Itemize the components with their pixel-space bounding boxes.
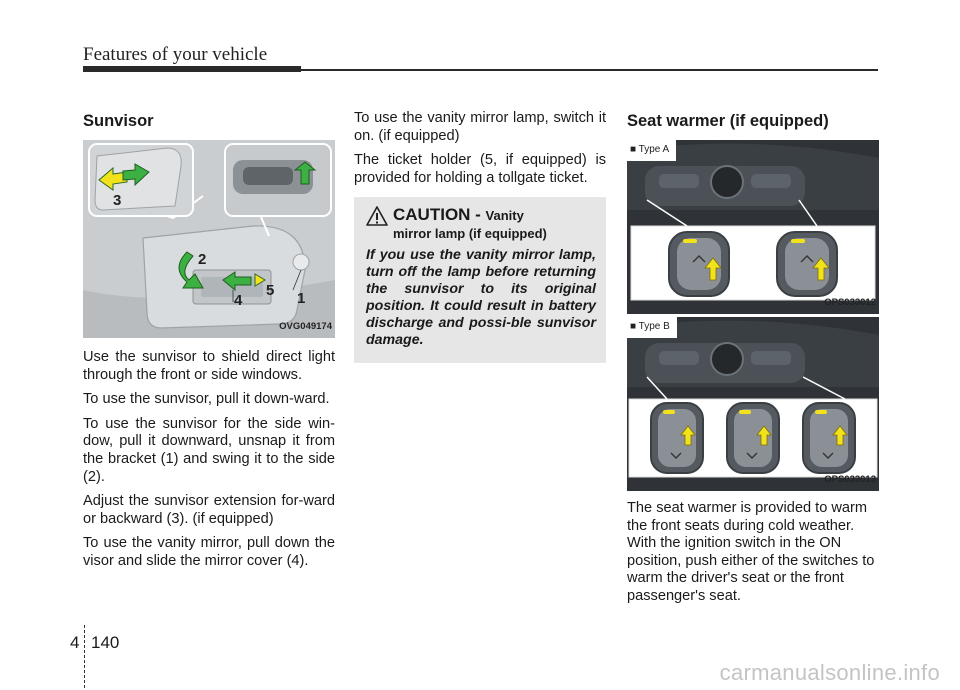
- sunvisor-paragraph-2: To use the sunvisor, pull it down-ward.: [83, 391, 330, 408]
- vanity-lamp-paragraph: To use the vanity mirror lamp, switch it…: [354, 110, 606, 144]
- sunvisor-arrows: [98, 161, 317, 302]
- seat-warmer-paragraph: The seat warmer is provided to warm the …: [627, 500, 875, 604]
- caution-label: CAUTION -: [393, 205, 486, 225]
- caution-box: CAUTION - Vanity mirror lamp (if equippe…: [354, 197, 606, 364]
- sunvisor-paragraph-1: Use the sunvisor to shield direct light …: [83, 349, 335, 383]
- left-column: Sunvisor: [83, 110, 335, 578]
- page-number-divider: [84, 625, 85, 688]
- caution-subtopic: mirror lamp (if equipped): [393, 226, 547, 242]
- sunvisor-illustration: [83, 140, 335, 338]
- page-number: 140: [91, 633, 120, 652]
- header-rule-thick: [83, 66, 301, 72]
- callout-1: 1: [297, 290, 305, 307]
- type-a-tag: ■ Type A: [627, 140, 677, 161]
- sunvisor-callouts: 1 2 3 4 5: [113, 192, 305, 309]
- ticket-holder-paragraph: The ticket holder (5, if equipped) is pr…: [354, 152, 606, 186]
- seat-warmer-figure-type-b: ■ Type B: [627, 317, 879, 491]
- seat-warmer-figure-type-a: ■ Type A: [627, 140, 879, 314]
- callout-2: 2: [198, 251, 206, 268]
- seat-warmer-switch-passenger: [776, 231, 838, 297]
- type-b-tag: ■ Type B: [627, 317, 677, 338]
- sunvisor-figure-code: OVG049174: [279, 321, 332, 333]
- callout-5: 5: [266, 282, 274, 299]
- page-header-title: Features of your vehicle: [83, 44, 268, 65]
- callout-3: 3: [113, 192, 121, 209]
- seat-warmer-heading: Seat warmer (if equipped): [627, 112, 829, 130]
- sunvisor-figure: 1 2 3 4 5 OVG049174: [83, 140, 335, 338]
- warning-triangle-icon: [366, 206, 388, 227]
- type-b-figure-code: OPS033013: [824, 474, 876, 486]
- seat-warmer-type-b-illustration: [627, 317, 879, 491]
- header-rule-thin: [301, 69, 878, 71]
- sunvisor-paragraph-5: To use the vanity mirror, pull down the …: [83, 535, 335, 569]
- seat-warmer-switch-right: [802, 402, 856, 474]
- caution-body: If you use the vanity mirror lamp, turn …: [366, 247, 596, 349]
- middle-column: To use the vanity mirror lamp, switch it…: [354, 110, 606, 364]
- seat-warmer-switch-center: [726, 402, 780, 474]
- caution-header: CAUTION - Vanity: [366, 205, 596, 227]
- seat-warmer-type-a-illustration: [627, 140, 879, 314]
- chapter-number: 4: [70, 633, 80, 652]
- sunvisor-paragraph-3: To use the sunvisor for the side win-dow…: [83, 415, 335, 485]
- callout-4: 4: [234, 292, 243, 309]
- sunvisor-heading: Sunvisor: [83, 112, 154, 130]
- type-a-figure-code: OPS033012: [824, 297, 876, 309]
- seat-warmer-switch-driver: [668, 231, 730, 297]
- caution-topic: Vanity: [485, 208, 524, 224]
- sunvisor-paragraph-4: Adjust the sunvisor extension for-ward o…: [83, 493, 335, 527]
- watermark: carmanualsonline.info: [719, 660, 940, 685]
- seat-warmer-switch-left: [650, 402, 704, 474]
- right-column: Seat warmer (if equipped) ■ Type A: [627, 110, 879, 613]
